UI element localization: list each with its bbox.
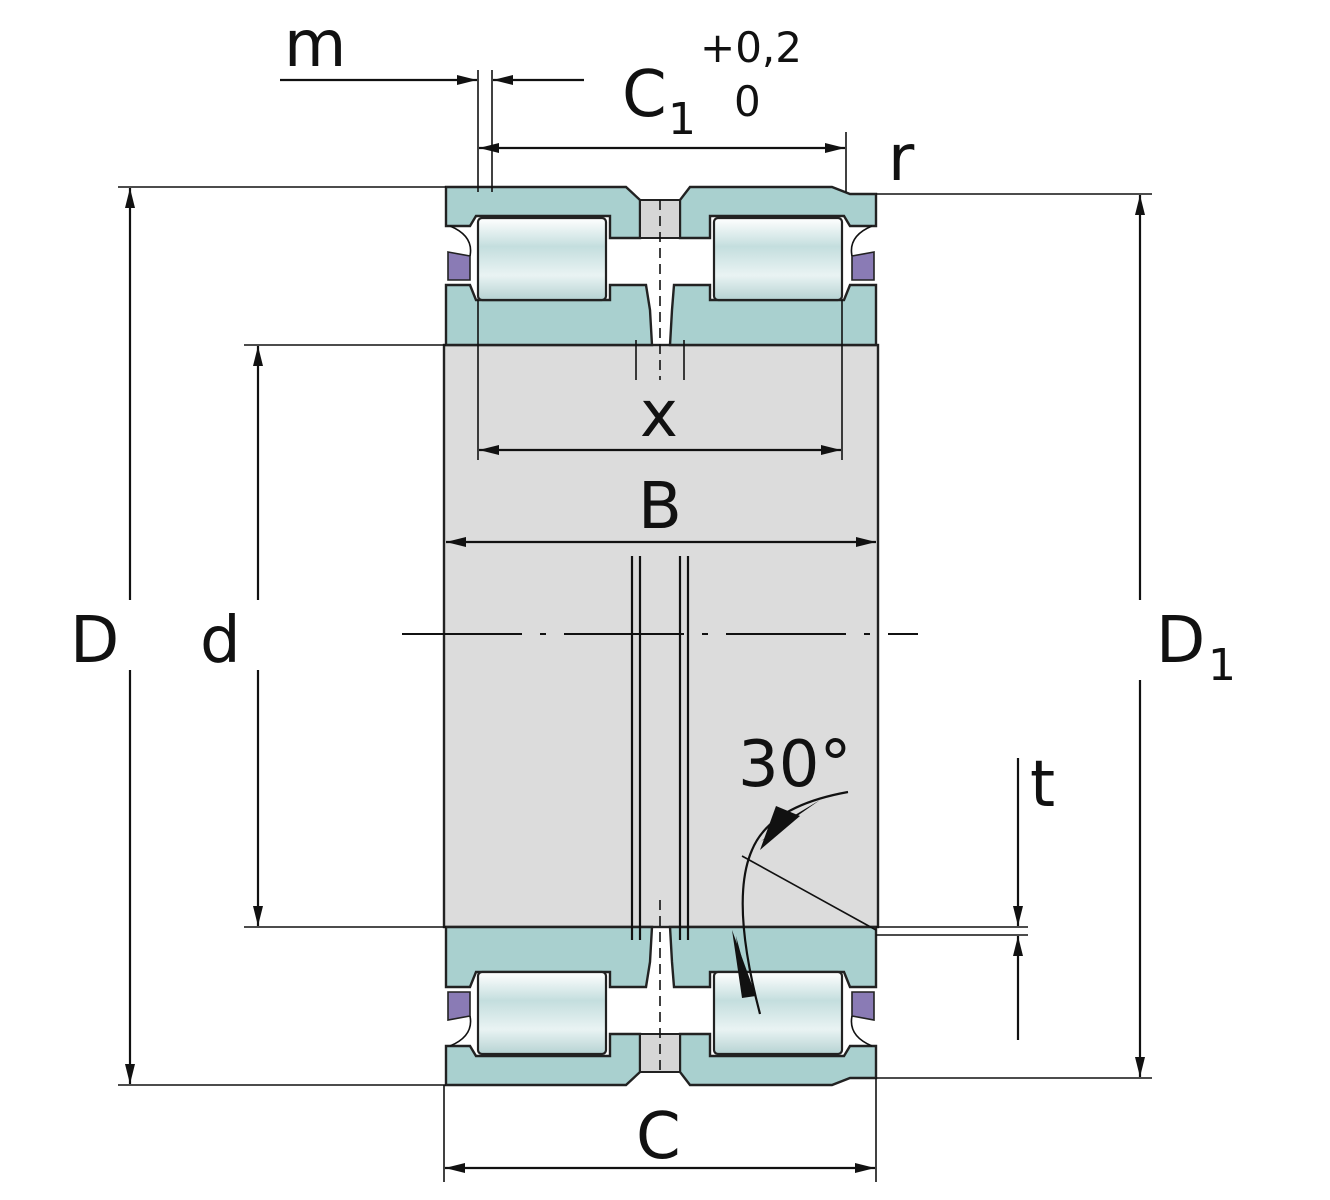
dimension-C1: C 1 +0,2 0 [477, 23, 847, 192]
label-D1: D [1156, 604, 1205, 678]
label-t: t [1030, 748, 1055, 822]
dimension-D: D [70, 186, 446, 1086]
dimension-angle-30: 30° [732, 728, 877, 1015]
roller-bottom-left [476, 970, 608, 1056]
seal-top-right [851, 251, 875, 281]
label-C: C [636, 1100, 681, 1174]
dimension-d: d [200, 344, 446, 928]
seal-bottom-left [447, 991, 471, 1021]
roller-top-right [712, 216, 844, 302]
label-r: r [888, 122, 915, 196]
bottom-section [444, 900, 878, 1087]
roller-bottom-right [712, 970, 844, 1056]
dimension-B: B [446, 470, 876, 547]
dimension-D1: D 1 [876, 193, 1236, 1079]
outer-ring-bottom-left [444, 1032, 642, 1087]
label-d: d [200, 604, 241, 678]
seal-top-left [447, 251, 471, 281]
bearing-bore-area [442, 343, 880, 929]
dimension-m: m [280, 8, 584, 192]
top-section [444, 185, 878, 380]
label-m: m [284, 8, 346, 82]
seal-bottom-right [851, 991, 875, 1021]
tolerance-upper: +0,2 [700, 23, 802, 72]
dimension-x: x [477, 300, 843, 460]
label-C1: C [622, 58, 667, 132]
dimension-C: C [443, 1078, 877, 1182]
label-D: D [70, 604, 119, 678]
label-angle: 30° [738, 728, 851, 802]
tolerance-lower: 0 [734, 77, 761, 126]
label-B: B [638, 470, 682, 544]
outer-ring-top-left [444, 185, 642, 240]
label-x: x [640, 378, 678, 452]
outer-ring-bottom-right [678, 1032, 878, 1087]
roller-top-left [476, 216, 608, 302]
dimension-t: t [876, 748, 1055, 1040]
bore-groove-lines [630, 556, 690, 940]
label-C1-subscript: 1 [668, 94, 696, 145]
label-D1-subscript: 1 [1208, 640, 1236, 691]
